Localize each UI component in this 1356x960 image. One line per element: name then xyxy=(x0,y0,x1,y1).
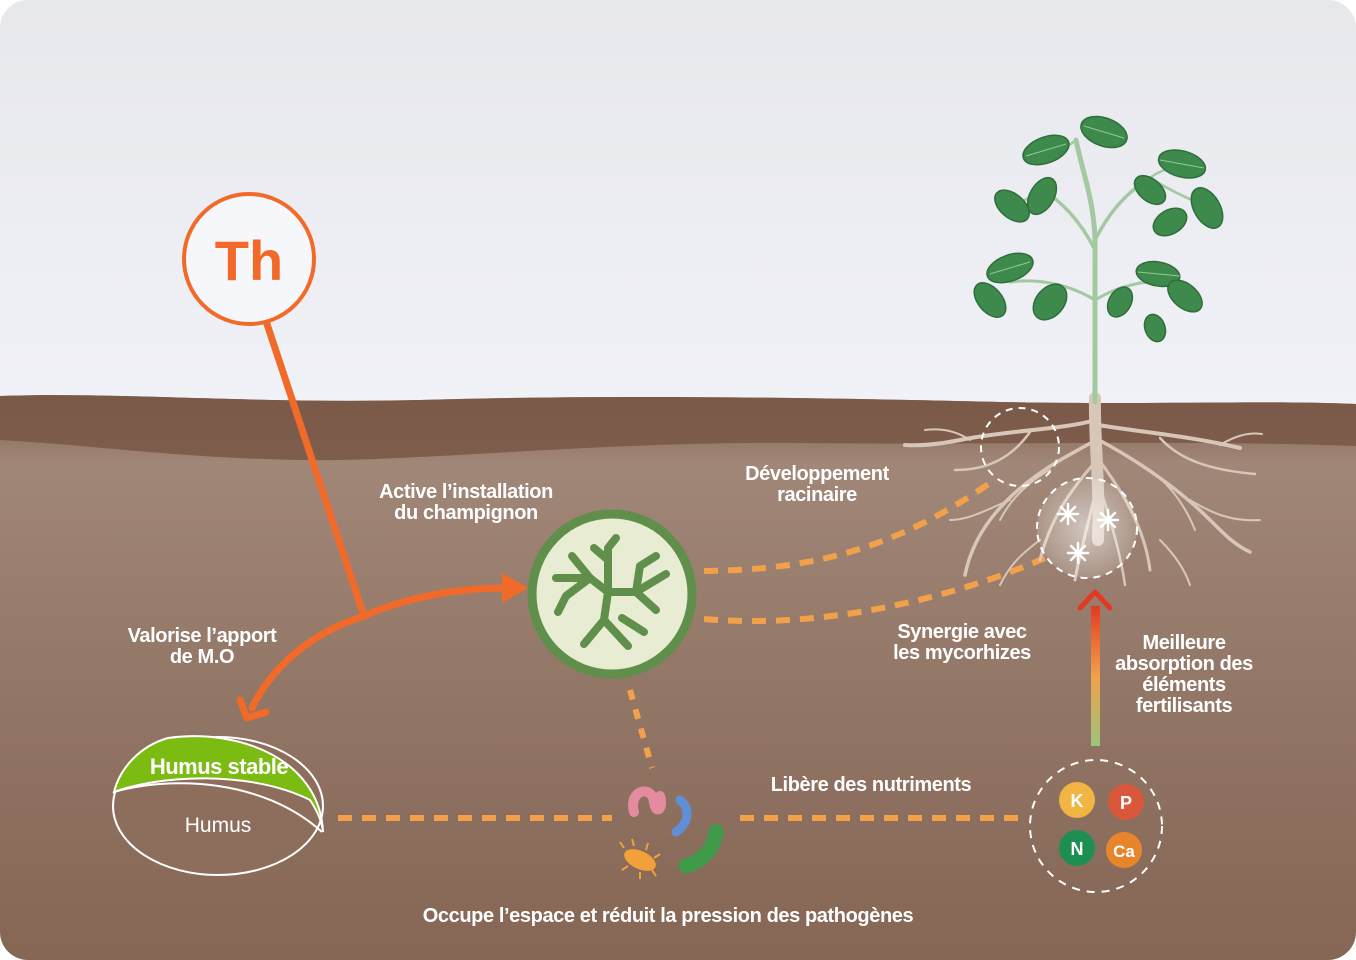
label-activate-line-2: du champignon xyxy=(394,502,538,524)
trichoderma-badge: Th xyxy=(182,192,316,326)
blue-bacterium-icon xyxy=(671,795,692,837)
label-synergy-line-1: Synergie avec xyxy=(897,621,1027,643)
trichoderma-symbol: Th xyxy=(215,229,283,292)
label-release-nutrients: Libère des nutriments xyxy=(770,774,972,796)
label-valorise-om: Valorise l’apport de M.O xyxy=(104,626,300,668)
arrowhead-humus xyxy=(236,696,270,722)
connector-mycorrhiza xyxy=(703,555,1047,624)
humus-label: Humus xyxy=(185,814,252,837)
arrow-to-fungus xyxy=(360,584,512,620)
pink-bacterium-icon xyxy=(628,786,667,817)
mycorrhiza-spores-icon xyxy=(1056,502,1120,565)
green-bacterium-icon xyxy=(678,824,724,874)
nutrient-p-label: P xyxy=(1120,793,1132,813)
mycorrhiza-zone xyxy=(1036,477,1138,579)
trichoderma-stem-line xyxy=(263,320,368,620)
action-arrows xyxy=(248,320,512,712)
arrowhead-fungus xyxy=(502,573,528,603)
nutrient-ca-label: Ca xyxy=(1113,842,1135,861)
nutrient-p-icon: P xyxy=(1108,784,1144,820)
arrow-to-humus xyxy=(248,612,368,712)
label-absorption-line-3: éléments xyxy=(1142,674,1226,696)
humus-stable-label: Humus stable xyxy=(150,754,289,779)
microbes-cluster xyxy=(619,786,724,879)
humus-ellipse xyxy=(112,735,324,876)
label-absorption-line-4: fertilisants xyxy=(1135,695,1233,717)
nutrient-n-label: N xyxy=(1071,839,1084,859)
label-absorption-line-1: Meilleure xyxy=(1142,632,1226,654)
dashed-connectors xyxy=(338,480,1047,821)
root-zone-circle xyxy=(980,407,1060,487)
nutrient-n-icon: N xyxy=(1059,830,1095,866)
label-activate-fungus: Active l’installation du champignon xyxy=(354,482,578,524)
label-root-dev-line-1: Développement xyxy=(745,463,889,485)
label-synergy-line-2: les mycorhizes xyxy=(893,642,1031,664)
label-occupy-space: Occupe l’espace et réduit la pression de… xyxy=(422,905,914,927)
connector-microbes xyxy=(627,689,655,769)
nutrient-ca-icon: Ca xyxy=(1106,832,1142,868)
label-root-development: Développement racinaire xyxy=(722,464,912,506)
plant-icon xyxy=(973,115,1224,405)
label-valorise-line-1: Valorise l’apport xyxy=(127,625,277,647)
label-better-absorption: Meilleure absorption des éléments fertil… xyxy=(1104,633,1264,717)
absorption-arrow xyxy=(1077,589,1113,746)
label-absorption-line-2: absorption des xyxy=(1115,653,1253,675)
label-activate-line-1: Active l’installation xyxy=(379,481,553,503)
connector-root-dev xyxy=(703,480,992,574)
nutrient-k-label: K xyxy=(1071,791,1084,811)
label-root-dev-line-2: racinaire xyxy=(777,484,857,506)
fungus-circle xyxy=(527,509,697,679)
orange-bacterium-icon xyxy=(619,838,661,879)
nutrient-k-icon: K xyxy=(1059,782,1095,818)
topsoil-layer xyxy=(0,395,1356,461)
mycelium-icon xyxy=(552,534,670,650)
label-mycorrhiza-synergy: Synergie avec les mycorhizes xyxy=(872,622,1052,664)
label-valorise-line-2: de M.O xyxy=(169,646,235,668)
nutrients-group: K P N Ca xyxy=(1029,759,1163,893)
